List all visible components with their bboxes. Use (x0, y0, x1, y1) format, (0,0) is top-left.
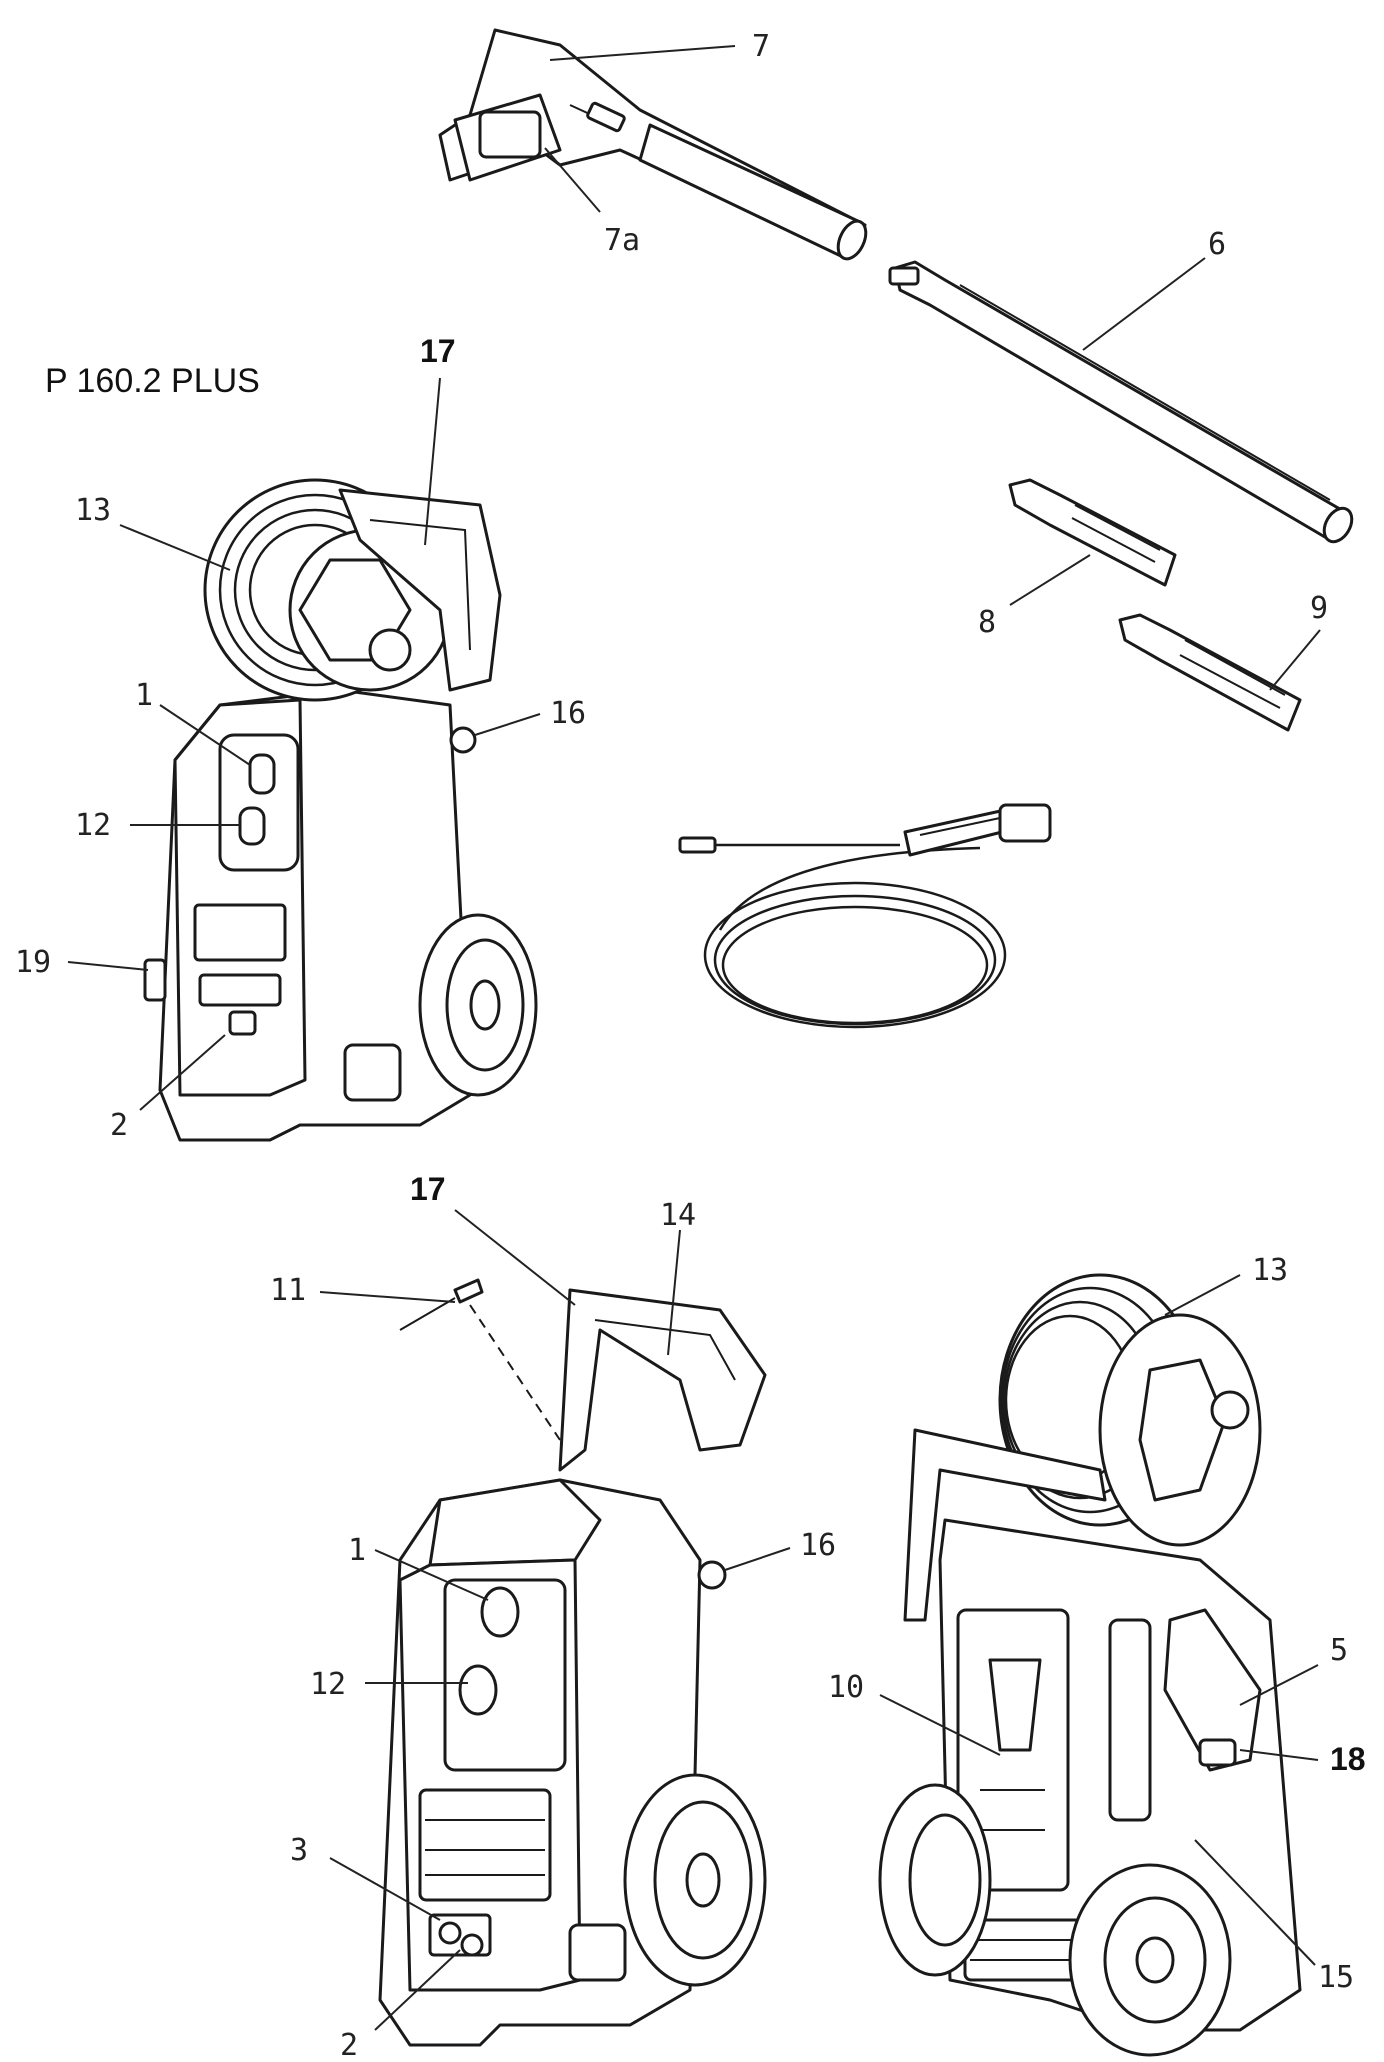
machine-left-drawing (143, 478, 538, 1142)
callout-16-left-label: 16 (550, 696, 586, 731)
callout-7-label: 7 (752, 29, 770, 64)
callout-5-label: 5 (1330, 1633, 1348, 1668)
callout-15: 15 (1194, 1839, 1354, 1995)
callout-17-front-label: 17 (410, 1171, 446, 1207)
callout-2-front-label: 2 (340, 2028, 358, 2062)
callout-1-front-label: 1 (348, 1533, 366, 1568)
callout-14-label: 14 (660, 1198, 696, 1233)
callout-7a: 7a (544, 147, 640, 258)
callout-13-rear-label: 13 (1252, 1253, 1288, 1288)
spray-gun-drawing (438, 28, 868, 261)
callout-2-left-label: 2 (110, 1108, 128, 1143)
callout-15-label: 15 (1318, 1960, 1354, 1995)
callout-11-label: 11 (270, 1273, 306, 1308)
callout-17-front: 17 (410, 1171, 576, 1306)
machine-front-drawing (378, 1278, 767, 2047)
callout-19-label: 19 (15, 945, 51, 980)
callout-12-left-label: 12 (75, 808, 111, 843)
callout-8-label: 8 (978, 605, 996, 640)
hose-drawing (678, 803, 1052, 1029)
callout-17-left: 17 (420, 333, 456, 546)
nozzle-8-drawing (1008, 478, 1177, 587)
callout-2-front: 2 (340, 1949, 461, 2062)
callout-19: 19 (15, 945, 149, 980)
callout-11: 11 (270, 1273, 456, 1308)
lance-drawing (888, 260, 1354, 544)
callout-1-left: 1 (135, 678, 251, 766)
callout-6-label: 6 (1208, 227, 1226, 262)
callout-7: 7 (549, 29, 770, 64)
callout-9-label: 9 (1310, 591, 1328, 626)
model-title: P 160.2 PLUS (45, 362, 260, 400)
callout-3-label: 3 (290, 1833, 308, 1868)
callout-12-front: 12 (310, 1667, 468, 1702)
callout-13-left-label: 13 (75, 493, 111, 528)
nozzle-9-drawing (1118, 613, 1302, 732)
callout-12-front-label: 12 (310, 1667, 346, 1702)
callout-1-front: 1 (348, 1533, 489, 1601)
callout-10-label: 10 (828, 1670, 864, 1705)
callout-6: 6 (1082, 227, 1226, 351)
callout-16-front-label: 16 (800, 1528, 836, 1563)
callout-8: 8 (978, 554, 1091, 640)
callout-16-front: 16 (724, 1528, 836, 1571)
callout-14: 14 (660, 1198, 696, 1356)
callout-13-rear: 13 (1164, 1253, 1288, 1316)
callout-10: 10 (828, 1670, 1001, 1756)
callout-3: 3 (290, 1833, 441, 1921)
machine-rear-drawing (878, 1273, 1302, 2057)
callout-18-label: 18 (1330, 1741, 1366, 1777)
callout-1-left-label: 1 (135, 678, 153, 713)
callout-13-left: 13 (75, 493, 231, 571)
callout-17-left-label: 17 (420, 333, 456, 369)
callout-7a-label: 7a (604, 223, 640, 258)
callout-12-left: 12 (75, 808, 240, 843)
callout-18: 18 (1239, 1741, 1366, 1777)
callout-16-left: 16 (474, 696, 586, 736)
callout-9: 9 (1269, 591, 1328, 691)
callout-5: 5 (1239, 1633, 1348, 1706)
callout-2-left: 2 (110, 1034, 226, 1143)
